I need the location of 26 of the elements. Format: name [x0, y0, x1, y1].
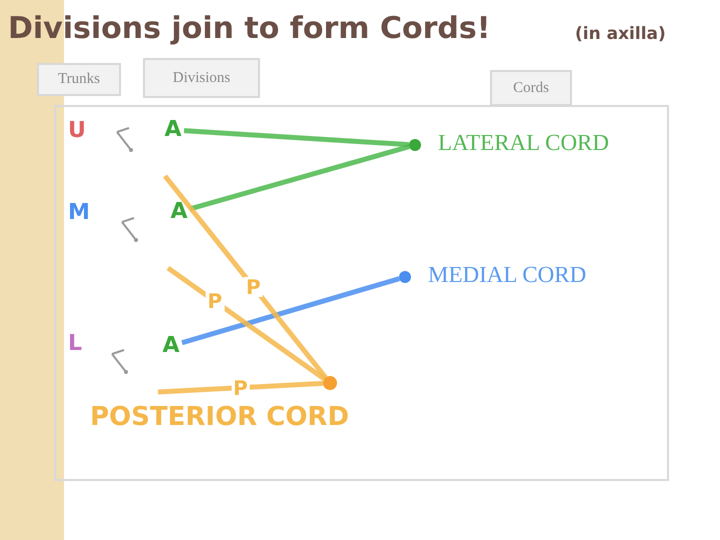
connector-line: [158, 380, 324, 394]
division-letter: A: [168, 200, 190, 224]
cord-label: LATERAL CORD: [438, 131, 610, 154]
header-box: Cords: [490, 70, 572, 106]
cord-dot: [323, 376, 337, 390]
header-box: Trunks: [37, 63, 121, 96]
connector-line: [184, 128, 410, 148]
header-box: Divisions: [143, 58, 260, 98]
cord-label: POSTERIOR CORD: [90, 404, 350, 430]
cord-label: MEDIAL CORD: [428, 263, 586, 286]
connector-line: [181, 276, 400, 346]
cord-dot: [409, 139, 421, 151]
subtitle: (in axilla): [575, 26, 666, 43]
connector-line: [163, 174, 328, 380]
connector-line: [189, 144, 410, 212]
trunk-letter: M: [68, 202, 90, 224]
edge-label: P: [206, 291, 224, 312]
division-letter: A: [160, 334, 182, 358]
trunk-letter: L: [68, 333, 82, 355]
edge-label: P: [244, 276, 263, 297]
division-letter: A: [162, 118, 184, 142]
title: Divisions join to form Cords!: [8, 14, 490, 44]
edge-label: P: [231, 378, 250, 398]
connector-line: [166, 266, 326, 381]
trunk-letter: U: [68, 120, 86, 142]
cord-dot: [399, 271, 411, 283]
